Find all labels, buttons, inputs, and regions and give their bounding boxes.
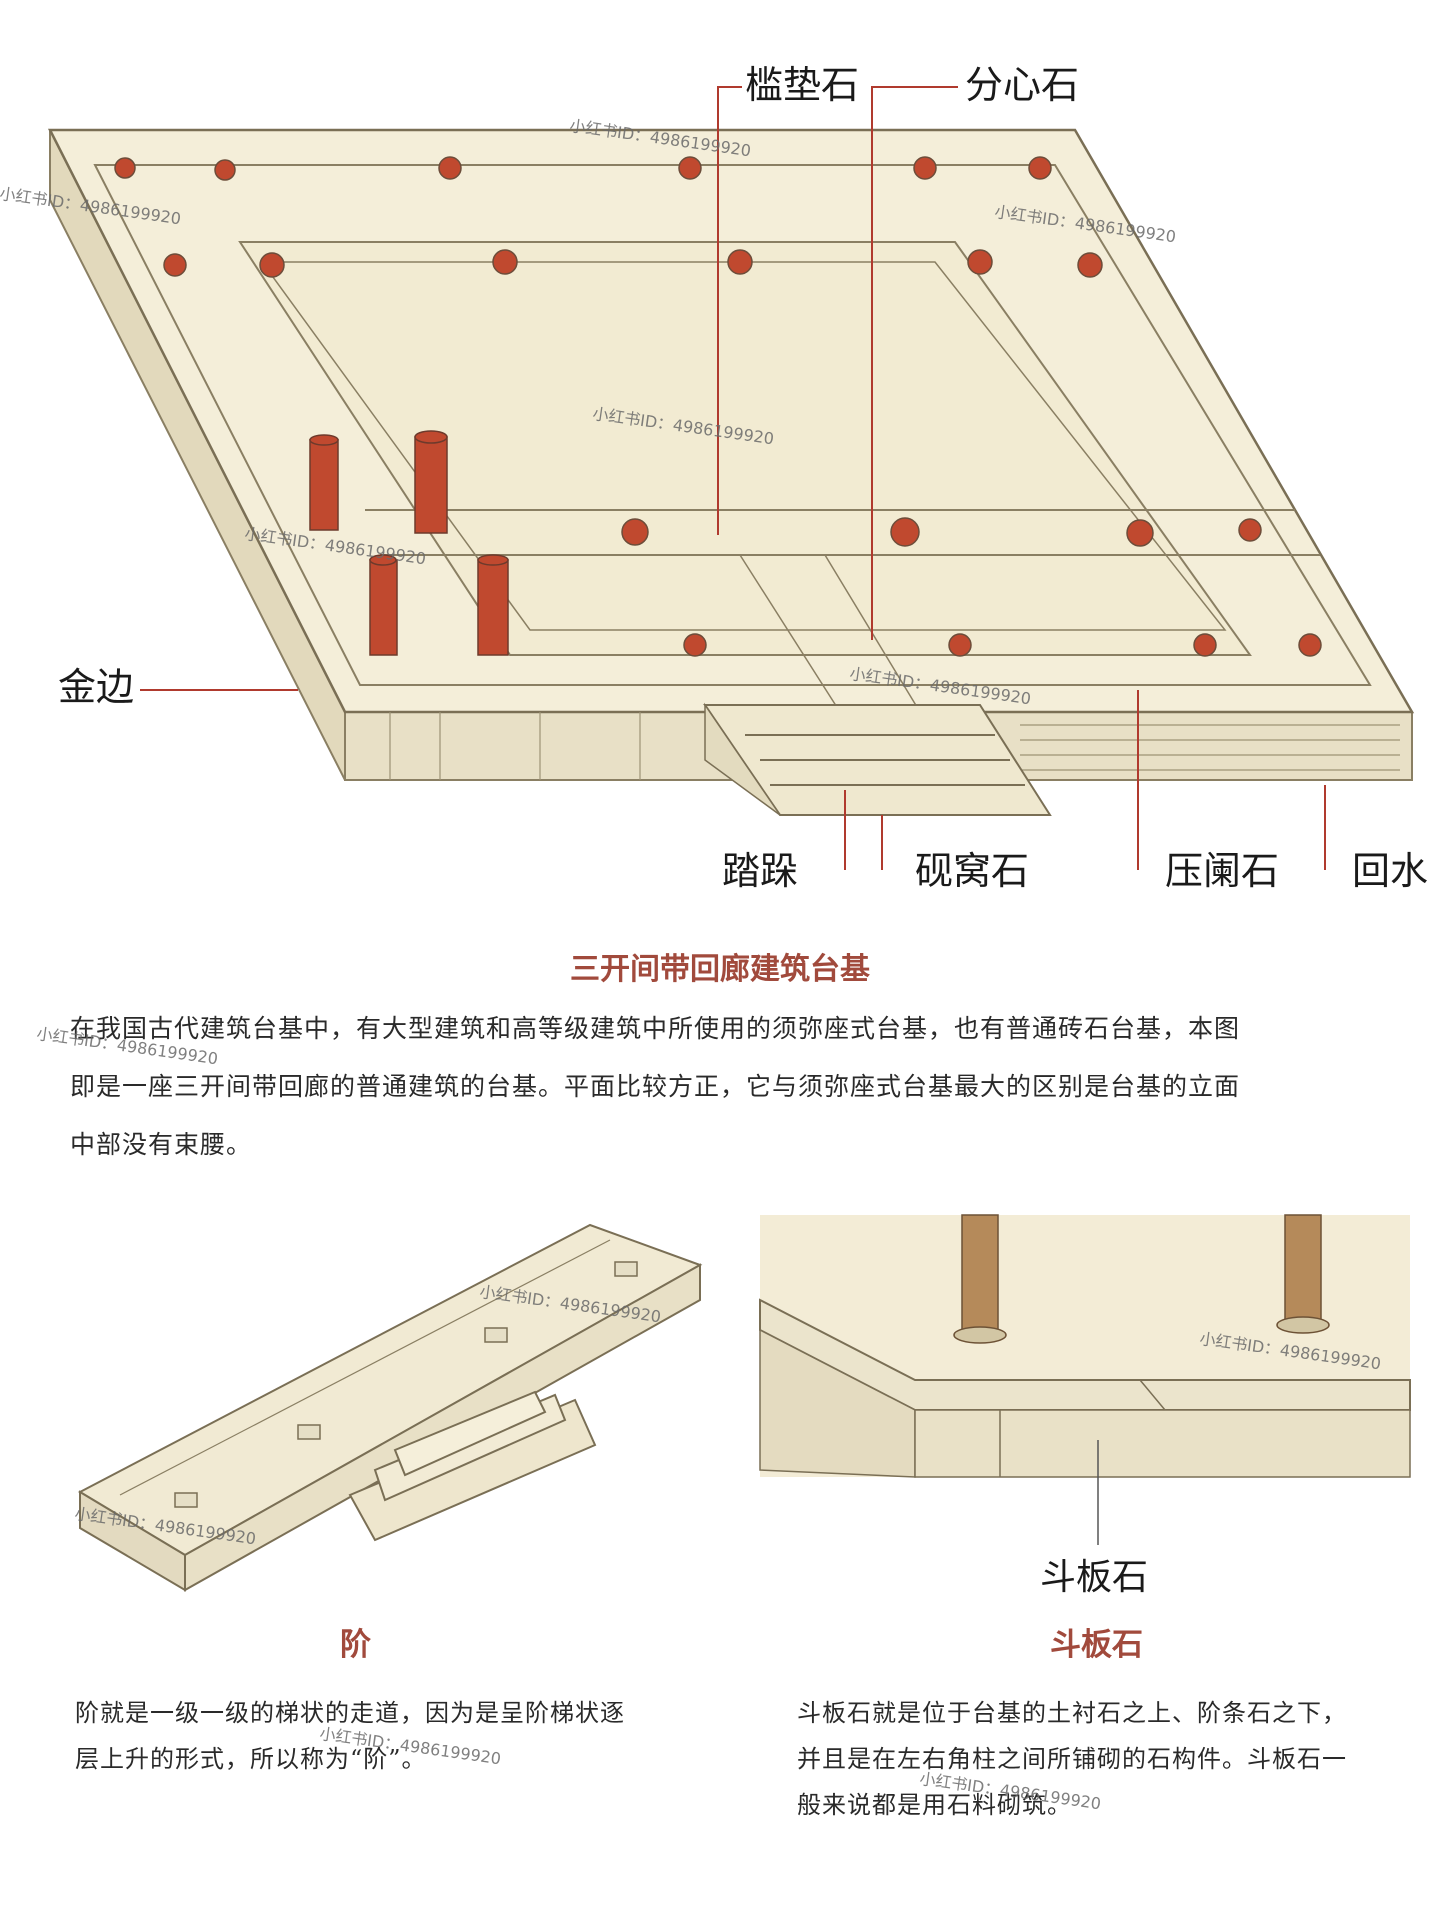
bottom-left-paragraph: 阶就是一级一级的梯状的走道，因为是呈阶梯状逐 层上升的形式，所以称为“阶”。 bbox=[75, 1690, 715, 1782]
label-dou-ban-shi: 斗板石 bbox=[1040, 1557, 1149, 1598]
bottom-left-title: 阶 bbox=[340, 1627, 371, 1663]
main-paragraph-line-2: 即是一座三开间带回廊的普通建筑的台基。平面比较方正，它与须弥座式台基最大的区别是… bbox=[70, 1072, 1241, 1101]
bottom-right-line-1: 斗板石就是位于台基的土衬石之上、阶条石之下， bbox=[797, 1699, 1347, 1727]
label-jin-bian: 金边 bbox=[58, 665, 135, 709]
platform-illustration bbox=[47, 86, 1415, 870]
watermark: 小红书ID：4986199920 bbox=[1198, 1329, 1383, 1374]
watermark: 小红书ID：4986199920 bbox=[478, 1282, 663, 1327]
label-hui-shui: 回水 bbox=[1352, 849, 1429, 893]
bottom-right-title: 斗板石 bbox=[1050, 1627, 1143, 1663]
label-ta-duo: 踏跺 bbox=[722, 849, 799, 893]
main-paragraph-line-1: 在我国古代建筑台基中，有大型建筑和高等级建筑中所使用的须弥座式台基，也有普通砖石… bbox=[70, 1014, 1241, 1043]
main-paragraph-line-3: 中部没有束腰。 bbox=[70, 1130, 253, 1159]
label-fenxin-shi: 分心石 bbox=[965, 63, 1080, 107]
bottom-left-line-1: 阶就是一级一级的梯状的走道，因为是呈阶梯状逐 bbox=[75, 1699, 625, 1727]
bottom-right-line-3: 般来说都是用石料砌筑。 bbox=[797, 1791, 1072, 1819]
bottom-right-line-2: 并且是在左右角柱之间所铺砌的石构件。斗板石一 bbox=[797, 1745, 1347, 1773]
label-yan-wo-shi: 砚窝石 bbox=[915, 849, 1030, 893]
label-jianzhi-shi: 槛垫石 bbox=[745, 63, 860, 107]
bottom-left-line-2: 层上升的形式，所以称为“阶”。 bbox=[75, 1745, 427, 1773]
main-section-title: 三开间带回廊建筑台基 bbox=[570, 952, 870, 987]
main-paragraph: 在我国古代建筑台基中，有大型建筑和高等级建筑中所使用的须弥座式台基，也有普通砖石… bbox=[70, 1000, 1410, 1174]
label-ya-lan-shi: 压阑石 bbox=[1165, 849, 1280, 893]
watermark: 小红书ID：4986199920 bbox=[73, 1504, 258, 1549]
bottom-right-paragraph: 斗板石就是位于台基的土衬石之上、阶条石之下， 并且是在左右角柱之间所铺砌的石构件… bbox=[797, 1690, 1437, 1828]
